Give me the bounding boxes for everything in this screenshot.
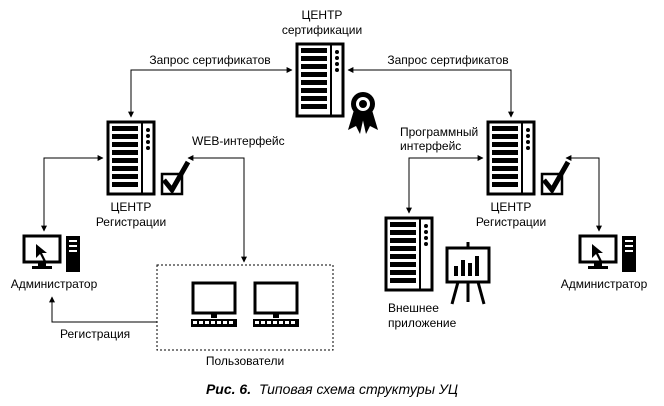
admin-right-node: Администратор xyxy=(561,234,648,291)
workstation-icon xyxy=(578,234,638,274)
server-icon xyxy=(106,120,156,196)
figure-caption: Рис. 6. Типовая схема структуры УЦ xyxy=(206,381,458,397)
edge-ra-right-admin xyxy=(565,155,602,232)
users-group: Пользователи xyxy=(156,264,334,368)
certificate-seal-icon xyxy=(348,92,378,134)
server-icon xyxy=(486,120,536,196)
ra-right-line1: ЦЕНТР xyxy=(491,200,532,214)
users-label: Пользователи xyxy=(206,354,284,368)
admin-left-label: Администратор xyxy=(11,277,98,291)
edge-label-web-interface: WEB-интерфейс xyxy=(192,134,285,148)
admin-left-node: Администратор xyxy=(11,234,98,291)
monitor-icon xyxy=(251,281,301,329)
checkmark-box-icon xyxy=(162,162,188,194)
server-icon xyxy=(295,42,345,118)
external-app-line1: Внешнее xyxy=(388,301,439,315)
ra-right-line2: Регистрации xyxy=(476,215,546,229)
checkmark-box-icon xyxy=(542,162,568,194)
edge-label-program-interface-1: Программный xyxy=(400,125,478,139)
cursor-icon xyxy=(36,244,47,262)
ca-node: ЦЕНТР сертификации xyxy=(282,8,378,134)
edge-label-cert-request-right: Запрос сертификатов xyxy=(387,53,508,67)
edge-label-program-interface-2: интерфейс xyxy=(400,139,461,153)
edge-ca-ra-left xyxy=(128,67,293,118)
ra-left-node: ЦЕНТР Регистрации xyxy=(96,120,188,229)
external-app-node: Внешнее приложение xyxy=(384,216,491,330)
cursor-icon xyxy=(592,244,603,262)
edge-ra-left-admin xyxy=(41,155,104,232)
edge-label-cert-request-left: Запрос сертификатов xyxy=(149,53,270,67)
edge-label-registration: Регистрация xyxy=(60,327,130,341)
ra-left-line2: Регистрации xyxy=(96,215,166,229)
users-group-border xyxy=(156,264,334,351)
ca-title-line1: ЦЕНТР xyxy=(302,8,343,22)
edge-ra-right-external-app xyxy=(406,155,484,214)
monitor-icon xyxy=(189,281,239,329)
figure-caption-text: Типовая схема структуры УЦ xyxy=(259,381,458,397)
server-icon xyxy=(384,216,434,292)
ca-title-line2: сертификации xyxy=(282,23,362,37)
figure-caption-prefix: Рис. 6. xyxy=(206,381,251,397)
presentation-chart-icon xyxy=(445,242,491,305)
ra-left-line1: ЦЕНТР xyxy=(111,200,152,214)
edge-ra-left-users xyxy=(187,155,247,263)
workstation-icon xyxy=(22,234,82,274)
edge-users-admin xyxy=(49,296,157,323)
admin-right-label: Администратор xyxy=(561,277,648,291)
ra-right-node: ЦЕНТР Регистрации xyxy=(476,120,568,229)
edge-ca-ra-right xyxy=(347,67,514,118)
external-app-line2: приложение xyxy=(388,316,457,330)
